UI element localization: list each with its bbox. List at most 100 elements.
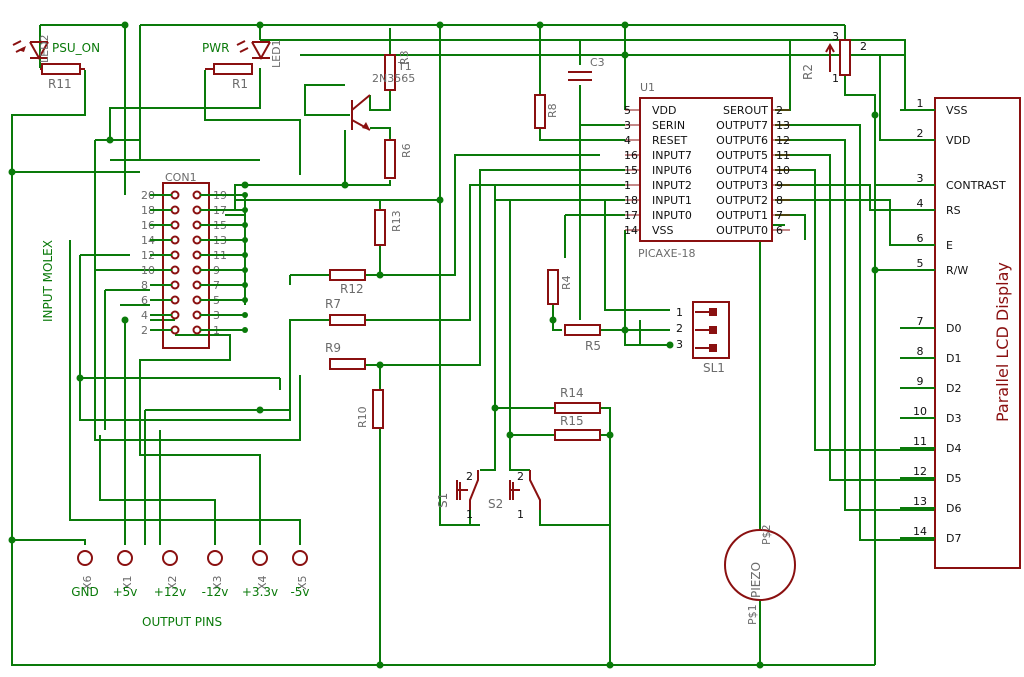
lcd-pin-name: D4: [946, 442, 961, 455]
output-pins-label: OUTPUT PINS: [142, 615, 222, 629]
switch-s1: S1 2 1: [436, 470, 479, 521]
resistor-r14: R14: [554, 386, 601, 414]
ic-right-pin-name: OUTPUT7: [716, 119, 768, 132]
t1-part: 2N3565: [372, 72, 415, 85]
lcd-pin-name: D3: [946, 412, 961, 425]
resistor-r4: R4: [547, 269, 573, 305]
ic-right-pin-name: OUTPUT0: [716, 224, 768, 237]
r1-label: R1: [232, 77, 248, 91]
ic-right-pin-number: 13: [776, 119, 790, 132]
junction-dot: [242, 312, 248, 318]
s1-pin-2: 2: [466, 470, 473, 483]
junction-dot: [242, 297, 248, 303]
output-pin-ref: X3: [211, 575, 224, 590]
output-pin-label: +12v: [154, 585, 186, 599]
connector-pin: [170, 220, 180, 230]
connector-pin: [170, 310, 180, 320]
connector-pin-number: 4: [141, 309, 148, 322]
ic-left-pin-number: 15: [624, 164, 638, 177]
connector-pin: [170, 295, 180, 305]
lcd-pin-number: 7: [917, 315, 924, 328]
connector-pin-number: 8: [141, 279, 148, 292]
connector-pin-number: 6: [141, 294, 148, 307]
ic-left-pin-number: 17: [624, 209, 638, 222]
connector-pin-number: 18: [141, 204, 155, 217]
c3-label: C3: [590, 56, 605, 69]
ic-right-pin-number: 8: [776, 194, 783, 207]
connector-pin: [170, 325, 180, 335]
lcd-pins: 1VSS2VDD3CONTRAST4RS6E5R/W7D08D19D210D31…: [900, 97, 1006, 545]
lcd-pin-name: D7: [946, 532, 961, 545]
r15-label: R15: [560, 414, 584, 428]
connector-pin-number: 16: [141, 219, 155, 232]
lcd-pin-number: 8: [917, 345, 924, 358]
ic-left-pin-name: INPUT1: [652, 194, 692, 207]
lcd-pin-number: 13: [913, 495, 927, 508]
r7-label: R7: [325, 297, 341, 311]
piezo-label: PIEZO: [749, 562, 763, 598]
resistor-r3: R3: [384, 50, 411, 91]
connector-pin-number: 10: [141, 264, 155, 277]
r2-label: R2: [801, 64, 815, 80]
ic-left-pin-number: 3: [624, 119, 631, 132]
lcd-pin-number: 12: [913, 465, 927, 478]
connector-pin: [170, 235, 180, 245]
resistor-r12: R12: [329, 269, 366, 296]
lcd-pin-name: RS: [946, 204, 961, 217]
lcd-pin-number: 14: [913, 525, 927, 538]
lcd-pin-number: 6: [917, 232, 924, 245]
resistor-r7: R7: [325, 297, 366, 326]
ic-right-pin-number: 2: [776, 104, 783, 117]
lcd-pin-number: 11: [913, 435, 927, 448]
capacitor-c3: C3: [568, 56, 605, 81]
led1: LED1 PWR: [202, 39, 283, 68]
r10-label: R10: [356, 406, 369, 428]
ic-left-pin-number: 14: [624, 224, 638, 237]
resistor-r15: R15: [554, 414, 601, 441]
resistor-r8: R8: [534, 94, 559, 129]
lcd-pin-name: D0: [946, 322, 961, 335]
lcd-display: Parallel LCD Display 1VSS2VDD3CONTRAST4R…: [900, 97, 1021, 569]
r14-label: R14: [560, 386, 584, 400]
ic-right-pin-name: OUTPUT4: [716, 164, 768, 177]
switch-s2: S2 2 1: [488, 470, 541, 521]
ic-right-pin-number: 11: [776, 149, 790, 162]
resistor-r1: R1: [205, 63, 253, 91]
output-pin-label: -12v: [202, 585, 229, 599]
s2-pin-1: 1: [517, 508, 524, 521]
piezo-pin2: P$2: [760, 524, 773, 545]
junction-dots: [8, 21, 879, 669]
output-pin-terminal: [207, 550, 223, 566]
connector-pin-number: 20: [141, 189, 155, 202]
led2-label: PSU_ON: [52, 41, 100, 55]
ic-right-pin-name: OUTPUT3: [716, 179, 768, 192]
connector-pin: [192, 295, 202, 305]
ic-right-pin-name: SEROUT: [723, 104, 768, 117]
resistor-r10: R10: [356, 389, 384, 429]
junction-dot: [242, 237, 248, 243]
r13-label: R13: [390, 210, 403, 232]
junction-dot: [242, 222, 248, 228]
lcd-pin-name: VDD: [946, 134, 970, 147]
lcd-pin-number: 9: [917, 375, 924, 388]
ic-left-pin-number: 4: [624, 134, 631, 147]
connector-pin: [170, 250, 180, 260]
lcd-pin-name: D6: [946, 502, 961, 515]
resistor-r11: R11: [40, 63, 85, 91]
ic-right-pin-number: 10: [776, 164, 790, 177]
output-pin-terminal: [162, 550, 178, 566]
output-pin-ref: X1: [121, 575, 134, 590]
sl1-pin-3: 3: [676, 338, 683, 351]
ic-right-pin-name: OUTPUT2: [716, 194, 768, 207]
lcd-pin-name: VSS: [946, 104, 968, 117]
ic-left-pin-number: 5: [624, 104, 631, 117]
connector-pin: [192, 235, 202, 245]
r11-label: R11: [48, 77, 72, 91]
ic-right-pin-name: OUTPUT6: [716, 134, 768, 147]
u1-part: PICAXE-18: [638, 247, 696, 260]
r4-label: R4: [560, 275, 573, 290]
resistor-r6: R6: [384, 139, 413, 179]
